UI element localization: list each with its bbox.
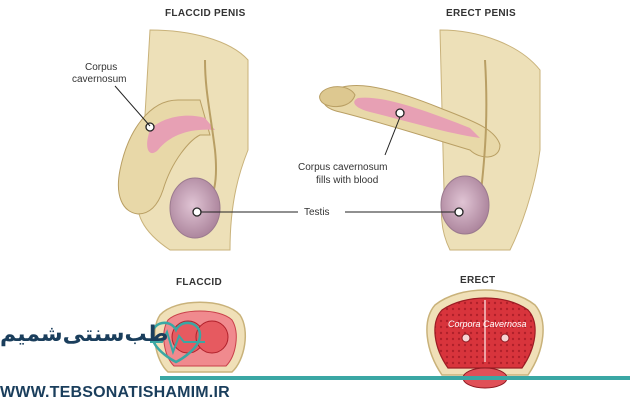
cross-section-flaccid-title: FLACCID bbox=[176, 277, 222, 288]
erect-glans bbox=[319, 86, 356, 108]
flaccid-corpus-leader bbox=[114, 85, 151, 127]
brand-url[interactable]: WWW.TEBSONATISHAMIM.IR bbox=[0, 384, 230, 401]
flaccid-corpus-cavernosum bbox=[147, 115, 215, 154]
erect-title: ERECT PENIS bbox=[446, 8, 516, 19]
corpus-label-line2: cavernosum bbox=[72, 74, 126, 85]
flaccid-title: FLACCID PENIS bbox=[165, 8, 246, 19]
erect-illustration bbox=[319, 29, 541, 251]
cross-section-erect-title: ERECT bbox=[460, 275, 495, 286]
flaccid-corpus-pointer bbox=[145, 122, 155, 132]
heartbeat-logo bbox=[150, 321, 205, 364]
erect-testis bbox=[440, 175, 490, 235]
corpora-cavernosa-label: Corpora Cavernosa bbox=[448, 319, 527, 329]
erect-corpus-cavernosum bbox=[354, 97, 480, 138]
brand-teal-bar bbox=[160, 376, 630, 380]
flaccid-illustration bbox=[114, 29, 249, 251]
erect-testis-pointer bbox=[454, 207, 464, 217]
testis-label: Testis bbox=[304, 207, 330, 218]
brand-persian-name: طب‌سنتی‌شمیم bbox=[0, 322, 169, 347]
fills-label-line2: fills with blood bbox=[316, 175, 378, 186]
erect-cross-section bbox=[426, 289, 544, 389]
flaccid-testis-pointer bbox=[192, 207, 202, 217]
erect-corpus-leader bbox=[384, 116, 401, 156]
erect-cs-artery-left bbox=[461, 333, 471, 343]
flaccid-cs-corpus-right bbox=[195, 320, 229, 354]
erect-cs-artery-right bbox=[500, 333, 510, 343]
fills-label-line1: Corpus cavernosum bbox=[298, 162, 387, 173]
pulse-line-icon bbox=[150, 329, 205, 356]
heart-icon bbox=[150, 321, 202, 364]
erect-corpus-pointer bbox=[395, 108, 405, 118]
corpus-label-line1: Corpus bbox=[85, 62, 117, 73]
